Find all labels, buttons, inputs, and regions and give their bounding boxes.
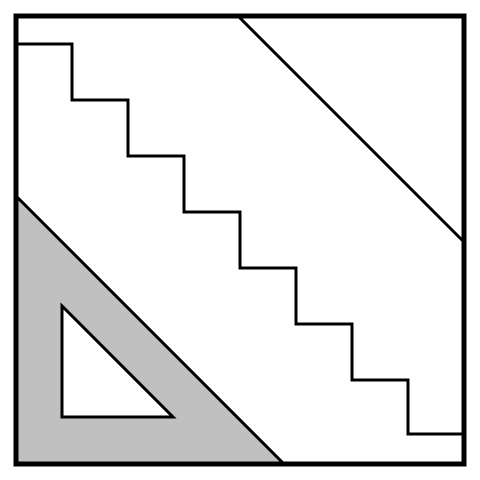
outer-square-frame	[13, 13, 467, 467]
set-square-triangle	[14, 192, 288, 466]
staircase-line	[16, 42, 464, 436]
diagonal-line	[236, 14, 466, 244]
